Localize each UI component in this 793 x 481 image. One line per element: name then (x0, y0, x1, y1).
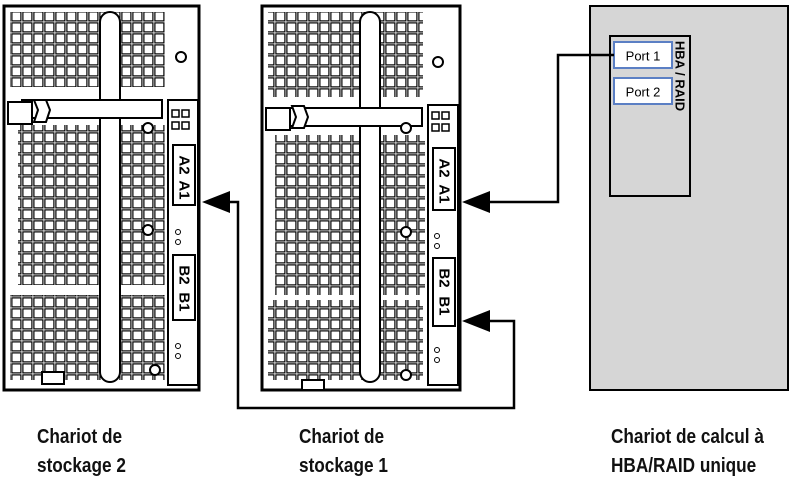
caption-line: HBA/RAID unique (611, 452, 764, 481)
hba-raid-label: HBA / RAID (673, 41, 688, 111)
storage-sled-2: A2 A1 B2 B1 (4, 6, 199, 390)
connector-a1: A1 (176, 180, 193, 199)
caption-line: stockage 1 (299, 452, 388, 481)
arrow-to-storage2-a1 (202, 191, 230, 213)
port-1-label: Port 1 (626, 49, 661, 64)
compute-sled: Port 1 Port 2 HBA / RAID (590, 6, 788, 390)
vent-grid (10, 12, 165, 87)
connector-b2: B2 (436, 268, 453, 287)
connector-b1: B1 (176, 292, 193, 311)
caption-line: Chariot de calcul à (611, 423, 764, 452)
caption-line: Chariot de (299, 423, 388, 452)
caption-line: stockage 2 (37, 452, 126, 481)
connector-a1: A1 (436, 184, 453, 203)
vent-grid (18, 125, 165, 285)
arrow-to-storage1-b1 (462, 310, 490, 332)
compute-sled-caption: Chariot de calcul à HBA/RAID unique (611, 423, 764, 481)
connector-b2: B2 (176, 265, 193, 284)
vent-grid (10, 295, 165, 380)
connector-a2: A2 (176, 155, 193, 174)
connector-a2: A2 (436, 158, 453, 177)
vent-grid (275, 135, 425, 295)
storage-sled-1-caption: Chariot de stockage 1 (299, 423, 388, 481)
connector-panel (168, 100, 198, 385)
storage-sled-2-caption: Chariot de stockage 2 (37, 423, 126, 481)
arrow-to-storage1-a1 (462, 191, 490, 213)
port-2-label: Port 2 (626, 85, 661, 100)
vent-grid (268, 300, 423, 380)
connector-b1: B1 (436, 296, 453, 315)
storage-sled-1: A2 A1 B2 B1 (262, 6, 460, 390)
caption-line: Chariot de (37, 423, 126, 452)
vent-grid (268, 12, 423, 97)
